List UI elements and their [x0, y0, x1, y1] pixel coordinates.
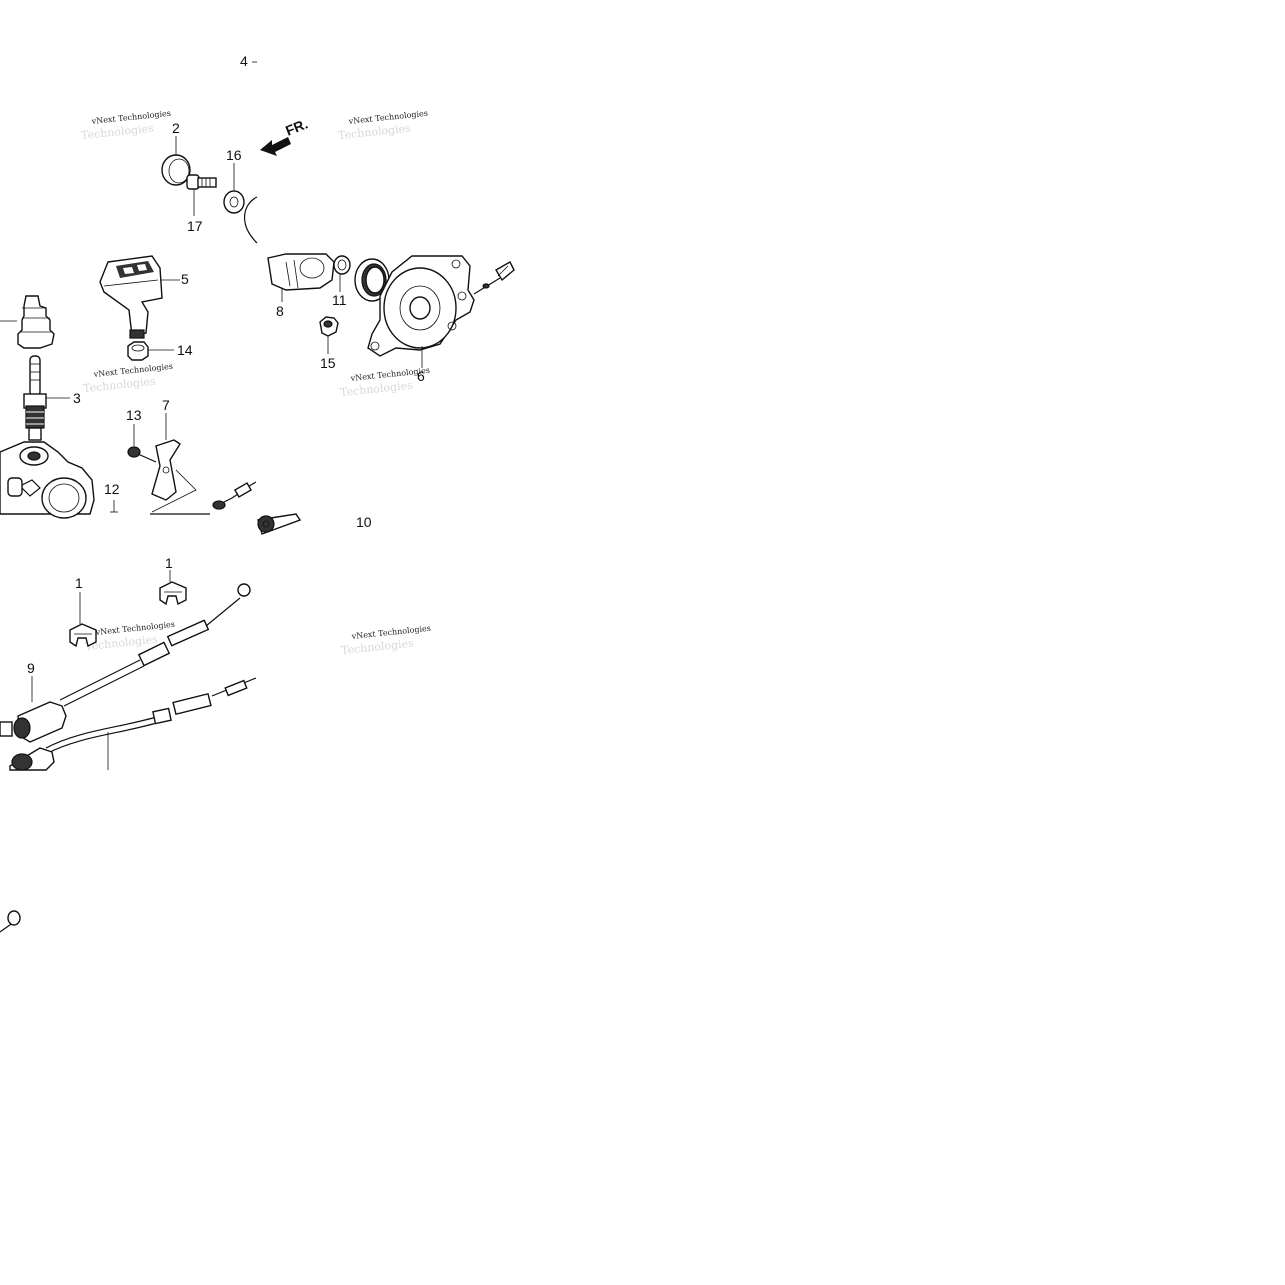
callout-17: 17 [187, 218, 203, 234]
part-11-o-ring [333, 255, 351, 275]
part-5-knob [99, 255, 163, 339]
callout-12: 12 [104, 481, 120, 497]
callout-8: 8 [276, 303, 284, 319]
boot [17, 295, 55, 349]
callout-14: 14 [177, 342, 193, 358]
callout-1b: 1 [165, 555, 173, 571]
watermark-3: Technologies vNext Technologies [82, 362, 173, 395]
front-arrow-label: FR. [283, 115, 310, 138]
part-1-clip-b [159, 581, 187, 606]
shift-housing [0, 441, 95, 519]
part-14-nut [127, 341, 149, 361]
front-arrow: FR. [260, 115, 310, 156]
callout-5: 5 [181, 271, 189, 287]
watermark-2: Technologies vNext Technologies [337, 109, 428, 142]
oil-seal [354, 258, 390, 302]
watermark-6: Technologies vNext Technologies [340, 624, 431, 657]
cable-end-10 [257, 513, 302, 535]
callout-1a: 1 [75, 575, 83, 591]
cable-lower [9, 677, 257, 771]
callout-9: 9 [27, 660, 35, 676]
callout-16: 16 [226, 147, 242, 163]
part-16-washer [223, 190, 245, 214]
part-8-case [267, 253, 335, 291]
part-3-lever [23, 355, 47, 441]
watermark-1: Technologies vNext Technologies [80, 109, 171, 142]
part-15-nut [319, 316, 339, 337]
part-1-clip-a [69, 623, 97, 648]
front-arrow-icon [260, 137, 291, 156]
part-2-cap [161, 154, 191, 186]
callout-7: 7 [162, 397, 170, 413]
callout-15: 15 [320, 355, 336, 371]
callout-13: 13 [126, 407, 142, 423]
bolt-right [473, 261, 515, 295]
o-ring-arc [244, 196, 258, 244]
part-7-bracket [151, 439, 197, 513]
part-13-screw [127, 446, 157, 463]
part-6-cover [367, 255, 475, 357]
callout-2: 2 [172, 120, 180, 136]
part-9-cable [0, 583, 251, 743]
callout-6: 6 [417, 368, 425, 384]
part-17-bolt [186, 174, 217, 190]
cable-end-bottom [0, 910, 21, 933]
callout-11: 11 [332, 292, 347, 308]
cable-adjuster-top [150, 481, 257, 515]
callout-3: 3 [73, 390, 81, 406]
callout-10: 10 [356, 514, 372, 530]
callout-4: 4 [240, 53, 248, 69]
